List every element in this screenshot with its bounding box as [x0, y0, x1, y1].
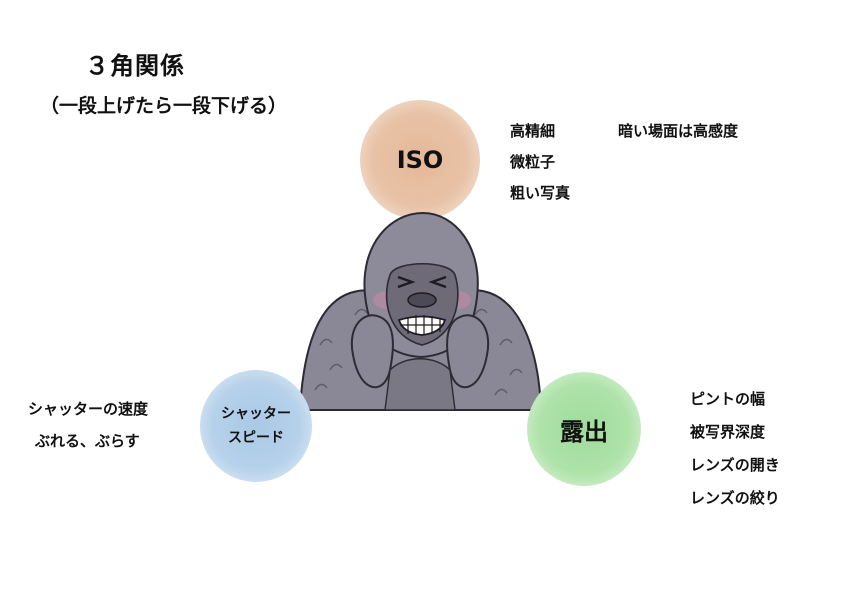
exposure-note-aperture-stop: レンズの絞り: [690, 487, 780, 508]
diagram-title: ３角関係: [85, 46, 185, 81]
exposure-label: 露出: [560, 412, 608, 447]
shutter-label-line1: シャッター: [221, 402, 291, 426]
shutter-note-speed: シャッターの速度: [28, 398, 148, 419]
iso-note-fine-grain: 微粒子: [510, 151, 555, 172]
exposure-note-depth-of-field: 被写界深度: [690, 421, 765, 442]
gorilla-illustration: [295, 205, 545, 413]
exposure-note-focus-range: ピントの幅: [690, 388, 765, 409]
iso-circle: ISO: [360, 100, 480, 220]
exposure-note-aperture-open: レンズの開き: [690, 454, 780, 475]
shutter-label-line2: スピード: [221, 426, 291, 450]
diagram-subtitle: （一段上げたら一段下げる）: [40, 91, 287, 118]
iso-note-coarse-photo: 粗い写真: [510, 182, 570, 203]
iso-note-dark-scene: 暗い場面は高感度: [618, 120, 738, 141]
iso-label: ISO: [397, 146, 444, 174]
shutter-note-blur: ぶれる、ぶらす: [35, 430, 140, 451]
shutter-speed-circle: シャッター スピード: [200, 370, 312, 482]
exposure-circle: 露出: [527, 372, 641, 486]
iso-note-high-detail: 高精細: [510, 120, 555, 141]
